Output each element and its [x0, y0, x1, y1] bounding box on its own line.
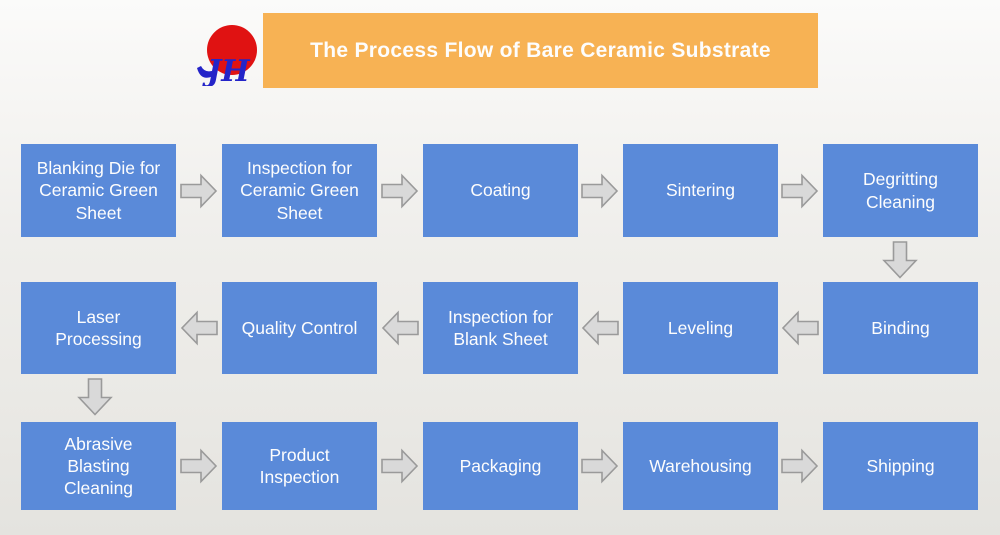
arrow-right-icon: [581, 448, 619, 484]
logo-letters: JH: [202, 54, 251, 86]
page-title: The Process Flow of Bare Ceramic Substra…: [310, 38, 771, 62]
arrow-right-icon: [381, 448, 419, 484]
flow-step-leveling: Leveling: [623, 282, 778, 374]
arrow-right-icon: [381, 173, 419, 208]
flow-step-coating: Coating: [423, 144, 578, 237]
arrow-right-icon: [781, 448, 819, 484]
flow-row-3: Abrasive Blasting Cleaning Product Inspe…: [0, 422, 1000, 510]
flow-step-quality-control: Quality Control: [222, 282, 377, 374]
flow-step-degritting-cleaning: Degritting Cleaning: [823, 144, 978, 237]
jh-logo-icon: JH: [197, 25, 257, 86]
arrow-right-icon: [581, 173, 619, 208]
company-logo: JH: [191, 24, 263, 86]
arrow-right-icon: [180, 448, 218, 484]
flow-step-blanking-die: Blanking Die for Ceramic Green Sheet: [21, 144, 176, 237]
flow-step-binding: Binding: [823, 282, 978, 374]
arrow-down-icon: [77, 378, 113, 416]
arrow-left-icon: [781, 310, 819, 346]
flow-step-product-inspection: Product Inspection: [222, 422, 377, 510]
arrow-down-icon: [882, 241, 918, 279]
title-banner: The Process Flow of Bare Ceramic Substra…: [263, 13, 818, 88]
flow-step-abrasive-blasting: Abrasive Blasting Cleaning: [21, 422, 176, 510]
arrow-left-icon: [381, 310, 419, 346]
flow-step-laser-processing: Laser Processing: [21, 282, 176, 374]
flow-step-warehousing: Warehousing: [623, 422, 778, 510]
flow-step-inspection-blank-sheet: Inspection for Blank Sheet: [423, 282, 578, 374]
arrow-right-icon: [180, 173, 218, 208]
flow-row-1: Blanking Die for Ceramic Green Sheet Ins…: [0, 144, 1000, 237]
arrow-left-icon: [180, 310, 218, 346]
flow-row-2: Laser Processing Quality Control Inspect…: [0, 282, 1000, 374]
flow-step-sintering: Sintering: [623, 144, 778, 237]
flow-step-packaging: Packaging: [423, 422, 578, 510]
flow-step-inspection-green-sheet: Inspection for Ceramic Green Sheet: [222, 144, 377, 237]
arrow-left-icon: [581, 310, 619, 346]
flow-step-shipping: Shipping: [823, 422, 978, 510]
arrow-right-icon: [781, 173, 819, 208]
